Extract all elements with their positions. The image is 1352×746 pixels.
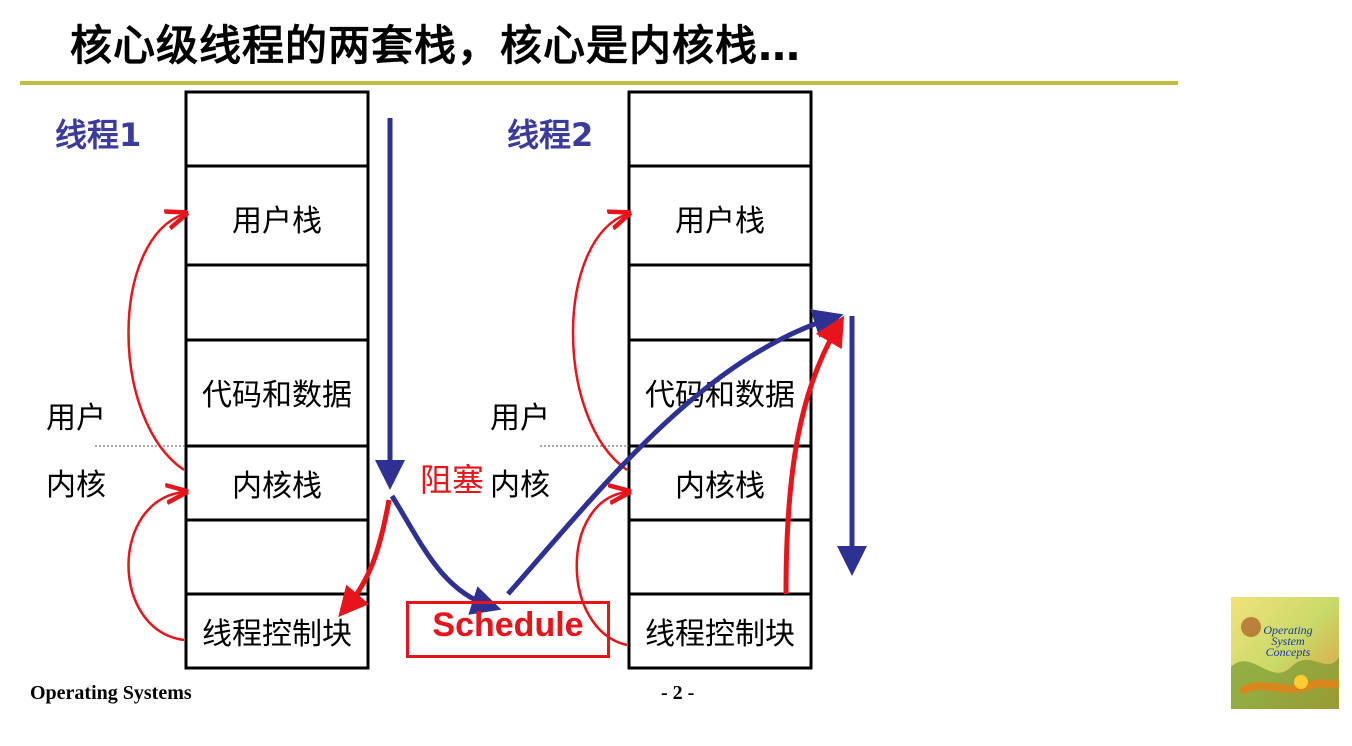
book-title-line3: Concepts <box>1265 645 1311 659</box>
thread2-label: 线程2 <box>507 116 594 154</box>
page-title: 核心级线程的两套栈，核心是内核栈… <box>70 21 802 70</box>
thread1-label: 线程1 <box>55 116 142 154</box>
thread1-user-stack: 用户栈 <box>232 204 322 239</box>
thread1-kernel-label: 内核 <box>46 468 106 503</box>
book-cover-image: Operating System Concepts <box>1231 597 1339 709</box>
thread1-stack <box>184 90 370 670</box>
thread1-code-data: 代码和数据 <box>202 378 352 413</box>
thread2-user-stack: 用户栈 <box>675 204 765 239</box>
thread2-kernel-stack: 内核栈 <box>675 469 765 504</box>
block-label: 阻塞 <box>420 461 485 499</box>
thread1-user-label: 用户 <box>46 401 106 436</box>
thread2-code-data: 代码和数据 <box>645 378 795 413</box>
thread1-kernel-stack: 内核栈 <box>232 469 322 504</box>
book-cover-art <box>1231 597 1339 709</box>
book-title-line2: System <box>1271 634 1305 648</box>
thread1-user-kernel-link <box>127 214 185 472</box>
switch-to-thread2-arrow <box>506 309 844 596</box>
restore-from-tcb-arrow <box>783 315 845 595</box>
footer-course: Operating Systems <box>30 682 192 704</box>
thread2-user-kernel-link <box>571 214 627 472</box>
thread1-tcb: 线程控制块 <box>202 617 352 652</box>
schedule-box <box>406 601 610 658</box>
title-rule <box>20 81 1178 85</box>
thread2-tcb-kernel-link <box>575 492 627 647</box>
book-title-line1: Operating <box>1263 623 1313 637</box>
to-schedule-arrow <box>389 494 502 615</box>
thread2-tcb: 线程控制块 <box>645 617 795 652</box>
footer-page-number: - 2 - <box>661 682 695 704</box>
thread2-kernel-label: 内核 <box>490 468 550 503</box>
thread2-user-label: 用户 <box>490 401 550 436</box>
save-to-tcb-arrow <box>338 499 392 618</box>
thread1-tcb-kernel-link <box>127 492 185 642</box>
schedule-label: Schedule <box>432 606 584 644</box>
